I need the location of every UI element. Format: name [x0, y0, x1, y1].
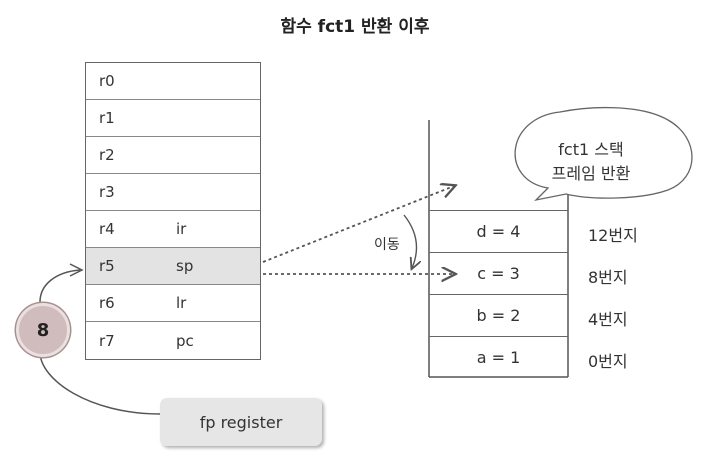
fp-curve-arrow	[39, 269, 161, 415]
register-alias: sp	[176, 257, 194, 275]
stack-address-c: 8번지	[588, 268, 628, 287]
bubble-line-1: fct1 스택	[558, 140, 624, 159]
register-name: r5	[99, 257, 115, 275]
register-row-r1: r1	[86, 100, 260, 137]
register-row-r4: r4 ir	[86, 211, 260, 248]
register-name: r0	[99, 72, 115, 90]
stack-cell-d: d = 4	[429, 210, 568, 252]
register-row-r2: r2	[86, 137, 260, 174]
register-name: r3	[99, 183, 115, 201]
move-label: 이동	[374, 237, 400, 253]
register-alias: lr	[176, 294, 187, 312]
stack-address-d: 12번지	[588, 226, 638, 245]
fp-arrowhead	[69, 263, 84, 277]
stack-address-a: 0번지	[588, 352, 628, 371]
register-name: r6	[99, 294, 115, 312]
stack-address-b: 4번지	[588, 310, 628, 329]
move-curve-arrow	[403, 214, 417, 268]
register-name: r2	[99, 146, 115, 164]
stack-cell-b: b = 2	[429, 294, 568, 336]
register-alias: ir	[176, 220, 187, 238]
register-row-r5-highlighted: r5 sp	[86, 248, 260, 285]
speech-bubble	[514, 106, 693, 202]
register-row-r6: r6 lr	[86, 285, 260, 322]
register-table: r0 r1 r2 r3 r4 ir r5 sp r6 lr r7 pc	[85, 62, 261, 360]
register-name: r7	[99, 331, 115, 350]
register-row-r3: r3	[86, 174, 260, 211]
bubble-line-2: 프레임 반환	[551, 164, 631, 183]
fp-register-box: fp register	[160, 398, 322, 446]
step-number-badge: 8	[16, 303, 70, 357]
arrow-sp-to-empty-slot	[262, 186, 454, 263]
register-row-r7: r7 pc	[86, 322, 260, 359]
bubble-text: fct1 스택 프레임 반환	[512, 138, 670, 186]
stack-cell-c: c = 3	[429, 252, 568, 294]
register-name: r4	[99, 220, 115, 238]
register-name: r1	[99, 109, 115, 127]
diagram-title: 함수 fct1 반환 이후	[280, 17, 430, 37]
stack-cell-a: a = 1	[429, 336, 568, 378]
register-alias: pc	[176, 331, 194, 350]
register-row-r0: r0	[86, 63, 260, 100]
